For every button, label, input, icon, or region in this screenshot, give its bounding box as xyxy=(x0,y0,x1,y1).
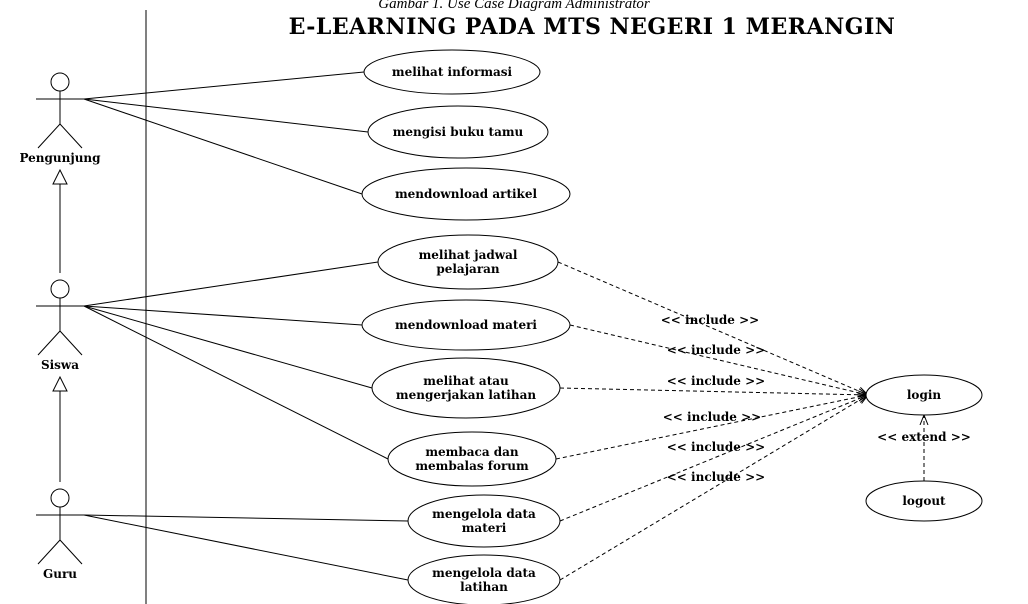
use-case-label: mengisi buku tamu xyxy=(393,125,524,139)
generalization-guru-to-siswa xyxy=(52,375,68,482)
association-guru-mengelola-materi xyxy=(83,514,409,522)
actor-right-leg xyxy=(59,123,83,149)
use-case-shape xyxy=(371,357,561,419)
use-case-shape xyxy=(363,49,541,95)
generalization-arrowhead xyxy=(52,375,68,392)
extend-label: << extend >> xyxy=(877,430,971,444)
use-case-label: membaca dan xyxy=(425,445,519,459)
use-case-label: mendownload materi xyxy=(395,318,537,332)
association-pengunjung-mengisi-buku-tamu xyxy=(83,98,369,133)
use-case-label: membalas forum xyxy=(415,459,529,473)
include-label: << include >> xyxy=(667,374,765,388)
system-title: E-LEARNING PADA MTS NEGERI 1 MERANGIN xyxy=(289,14,896,40)
use-case-shape xyxy=(361,299,571,351)
use-case-label: logout xyxy=(902,494,946,508)
use-case-label: materi xyxy=(462,521,507,535)
actor-left-leg xyxy=(37,123,61,149)
use-case-label: mengelola data xyxy=(432,566,536,580)
use-case-melihat-informasi: melihat informasi xyxy=(363,49,541,95)
use-case-label: melihat atau xyxy=(423,374,509,388)
use-case-shape xyxy=(377,234,559,290)
relationship-label-layer: << include >> << include >> << include >> <… xyxy=(661,313,971,484)
actor-label-guru: Guru xyxy=(43,567,77,581)
use-case-shape xyxy=(361,167,571,221)
use-case-mendownload-artikel: mendownload artikel xyxy=(361,167,571,221)
use-case-label: latihan xyxy=(460,580,508,594)
use-case-label: mengerjakan latihan xyxy=(396,388,536,402)
use-case-logout: logout xyxy=(865,480,983,522)
actor-head xyxy=(50,279,70,299)
actor-label-pengunjung: Pengunjung xyxy=(19,151,101,165)
actor-left-leg xyxy=(37,539,61,565)
include-label: << include >> xyxy=(663,410,761,424)
use-case-label: login xyxy=(907,388,942,402)
use-case-label: pelajaran xyxy=(436,262,500,276)
include-label: << include >> xyxy=(661,313,759,327)
association-pengunjung-mendownload-artikel xyxy=(83,98,363,195)
actor-right-leg xyxy=(59,539,83,565)
actor-head xyxy=(50,488,70,508)
association-siswa-melihat-latihan xyxy=(83,305,373,389)
use-case-login: login xyxy=(865,374,983,416)
actor-label-siswa: Siswa xyxy=(41,358,79,372)
actor-head xyxy=(50,72,70,92)
include-label: << include >> xyxy=(667,440,765,454)
use-case-shape xyxy=(407,494,561,548)
association-pengunjung-melihat-informasi xyxy=(83,71,365,100)
actor-right-leg xyxy=(59,330,83,356)
include-label: << include >> xyxy=(667,470,765,484)
include-melihat-jadwal xyxy=(557,261,868,395)
include-label: << include >> xyxy=(667,343,765,357)
use-case-layer: melihat informasi mengisi buku tamu mendow… xyxy=(361,49,983,604)
actor-pengunjung: Pengunjung xyxy=(19,72,101,165)
use-case-label: melihat jadwal xyxy=(419,248,518,262)
use-case-label: melihat informasi xyxy=(392,65,513,79)
use-case-shape xyxy=(407,554,561,604)
use-case-shape xyxy=(387,431,557,487)
include-mengelola-latihan xyxy=(559,395,868,581)
actor-siswa: Siswa xyxy=(36,279,84,372)
actor-left-leg xyxy=(37,330,61,356)
generalization-arrowhead xyxy=(52,168,68,185)
use-case-mengisi-buku-tamu: mengisi buku tamu xyxy=(367,105,549,159)
generalization-siswa-to-pengunjung xyxy=(52,168,68,273)
use-case-shape xyxy=(865,374,983,416)
figure-caption: Gambar 1. Use Case Diagram Administrator xyxy=(378,0,650,12)
association-siswa-melihat-jadwal xyxy=(83,261,379,307)
association-guru-mengelola-latihan xyxy=(83,514,409,581)
relationship-layer xyxy=(52,71,924,581)
include-mendownload-materi xyxy=(569,324,868,395)
use-case-mendownload-materi: mendownload materi xyxy=(361,299,571,351)
use-case-shape xyxy=(367,105,549,159)
association-siswa-membaca-forum xyxy=(83,305,389,460)
include-melihat-latihan xyxy=(559,387,868,395)
association-siswa-mendownload-materi xyxy=(83,305,363,326)
use-case-label: mengelola data xyxy=(432,507,536,521)
actor-guru: Guru xyxy=(36,488,84,581)
use-case-label: mendownload artikel xyxy=(395,187,538,201)
use-case-shape xyxy=(865,480,983,522)
